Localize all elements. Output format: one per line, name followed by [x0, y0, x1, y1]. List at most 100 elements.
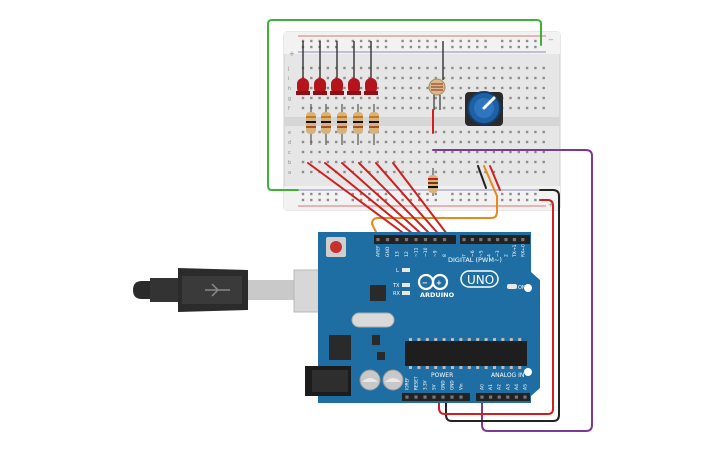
wire-red-pot[interactable]: [489, 165, 501, 191]
wire-red-5v[interactable]: [438, 199, 554, 415]
atmega-chip: [405, 338, 527, 369]
row-letter: i: [288, 76, 289, 82]
svg-text:+: +: [436, 279, 442, 287]
wire-red-1[interactable]: [307, 162, 411, 239]
analog-pin-label: A0: [480, 384, 486, 390]
digital-label: DIGITAL (PWM~): [448, 256, 502, 264]
digital-pin-label: 13: [395, 251, 401, 257]
analog-pin-label: A1: [488, 384, 494, 390]
usb-plug-icon[interactable]: [133, 268, 349, 313]
led-1[interactable]: [296, 78, 310, 95]
power-pin-label: IOREF: [405, 377, 410, 390]
digital-pin-label: TX→1: [512, 244, 518, 258]
resistor-4[interactable]: [353, 104, 363, 145]
led-3[interactable]: [330, 78, 344, 95]
rail-minus-label: −: [548, 36, 554, 44]
resistor-3[interactable]: [337, 104, 347, 145]
wire-red-4[interactable]: [358, 162, 435, 239]
digital-pin-label: GND: [385, 246, 391, 257]
wire-red-3[interactable]: [341, 162, 427, 239]
digital-pin-label: ~6: [470, 250, 476, 257]
row-letter: h: [288, 86, 291, 92]
analog-pin-label: A4: [514, 384, 520, 390]
row-letter: e: [288, 130, 291, 136]
row-letter: g: [288, 96, 291, 102]
power-label: POWER: [431, 372, 453, 379]
row-letter: d: [288, 140, 291, 146]
led-group[interactable]: [296, 78, 378, 95]
wire-red-5[interactable]: [375, 162, 443, 239]
led-l-label: L: [396, 268, 399, 274]
digital-pin-label: 12: [404, 251, 410, 257]
power-pin-label: 5V: [432, 384, 437, 390]
digital-pin-label: ~5: [478, 250, 484, 257]
on-label: ON: [518, 285, 526, 291]
analog-pin-label: A2: [497, 384, 503, 390]
led-4[interactable]: [347, 78, 361, 95]
resistor-2[interactable]: [321, 104, 331, 145]
power-pin-label: GND: [441, 380, 446, 390]
digital-header[interactable]: [374, 235, 530, 244]
ldr-resistor[interactable]: [428, 168, 438, 196]
brand-text: ARDUINO: [420, 291, 455, 299]
power-pin-label: Vin: [459, 383, 464, 390]
power-pin-label: RESET: [414, 376, 419, 390]
regulator: [329, 335, 351, 360]
model-text: UNO: [467, 273, 494, 287]
arduino-logo: − + ARDUINO UNO: [417, 270, 499, 299]
wire-black[interactable]: [445, 189, 560, 422]
wire-green[interactable]: [267, 19, 542, 191]
ldr-icon[interactable]: [428, 78, 446, 110]
power-pin-label: 3.3V: [423, 380, 428, 390]
usb-chip: [370, 285, 386, 301]
resistor-1[interactable]: [306, 104, 316, 145]
knob-icon[interactable]: [465, 91, 503, 126]
wire-red-2[interactable]: [324, 162, 419, 239]
power-pin-labels: IOREF RESET 3.3V 5V GND GND Vin: [405, 376, 464, 390]
digital-pin-label: 8: [442, 254, 448, 257]
analog-pin-label: A5: [523, 384, 529, 390]
crystal: [351, 312, 395, 328]
wire-purple[interactable]: [432, 149, 593, 432]
digital-pin-label: ~10: [423, 247, 429, 257]
digital-pin-label: ~11: [414, 247, 420, 257]
digital-pin-label: AREF: [376, 245, 382, 257]
analog-label: ANALOG IN: [491, 372, 524, 379]
digital-pin-label: ~3: [495, 250, 501, 257]
analog-header[interactable]: [476, 393, 530, 401]
row-letter: a: [288, 170, 291, 176]
digital-pin-label: RX←0: [520, 244, 526, 257]
wire-red-6[interactable]: [392, 162, 451, 239]
led-5[interactable]: [364, 78, 378, 95]
wire-orange-pot[interactable]: [483, 165, 498, 197]
rail-plus-label: +: [289, 50, 295, 58]
row-letter: b: [288, 160, 291, 166]
analog-pin-label: A3: [505, 384, 511, 390]
led-rx-label: RX: [393, 291, 400, 297]
wire-black-pot[interactable]: [477, 165, 487, 189]
led-tx-label: TX: [392, 283, 400, 289]
resistor-5[interactable]: [369, 104, 379, 145]
row-letter: c: [288, 150, 291, 156]
digital-pin-label: ~9: [433, 250, 439, 257]
power-header[interactable]: [402, 393, 470, 401]
row-letter: j: [287, 66, 289, 72]
led-2[interactable]: [313, 78, 327, 95]
digital-pin-label: 7: [462, 254, 468, 257]
svg-text:−: −: [422, 279, 428, 287]
rail-plus-label-bottom: +: [548, 201, 554, 209]
power-pin-label: GND: [450, 380, 455, 390]
status-leds: L TX RX: [392, 268, 410, 297]
digital-pin-label: 4: [487, 254, 493, 257]
led-leads: [302, 41, 444, 80]
resistor-group[interactable]: [306, 104, 379, 145]
reset-button[interactable]: [326, 237, 346, 257]
wires: [267, 19, 593, 432]
capacitors: [359, 369, 404, 391]
